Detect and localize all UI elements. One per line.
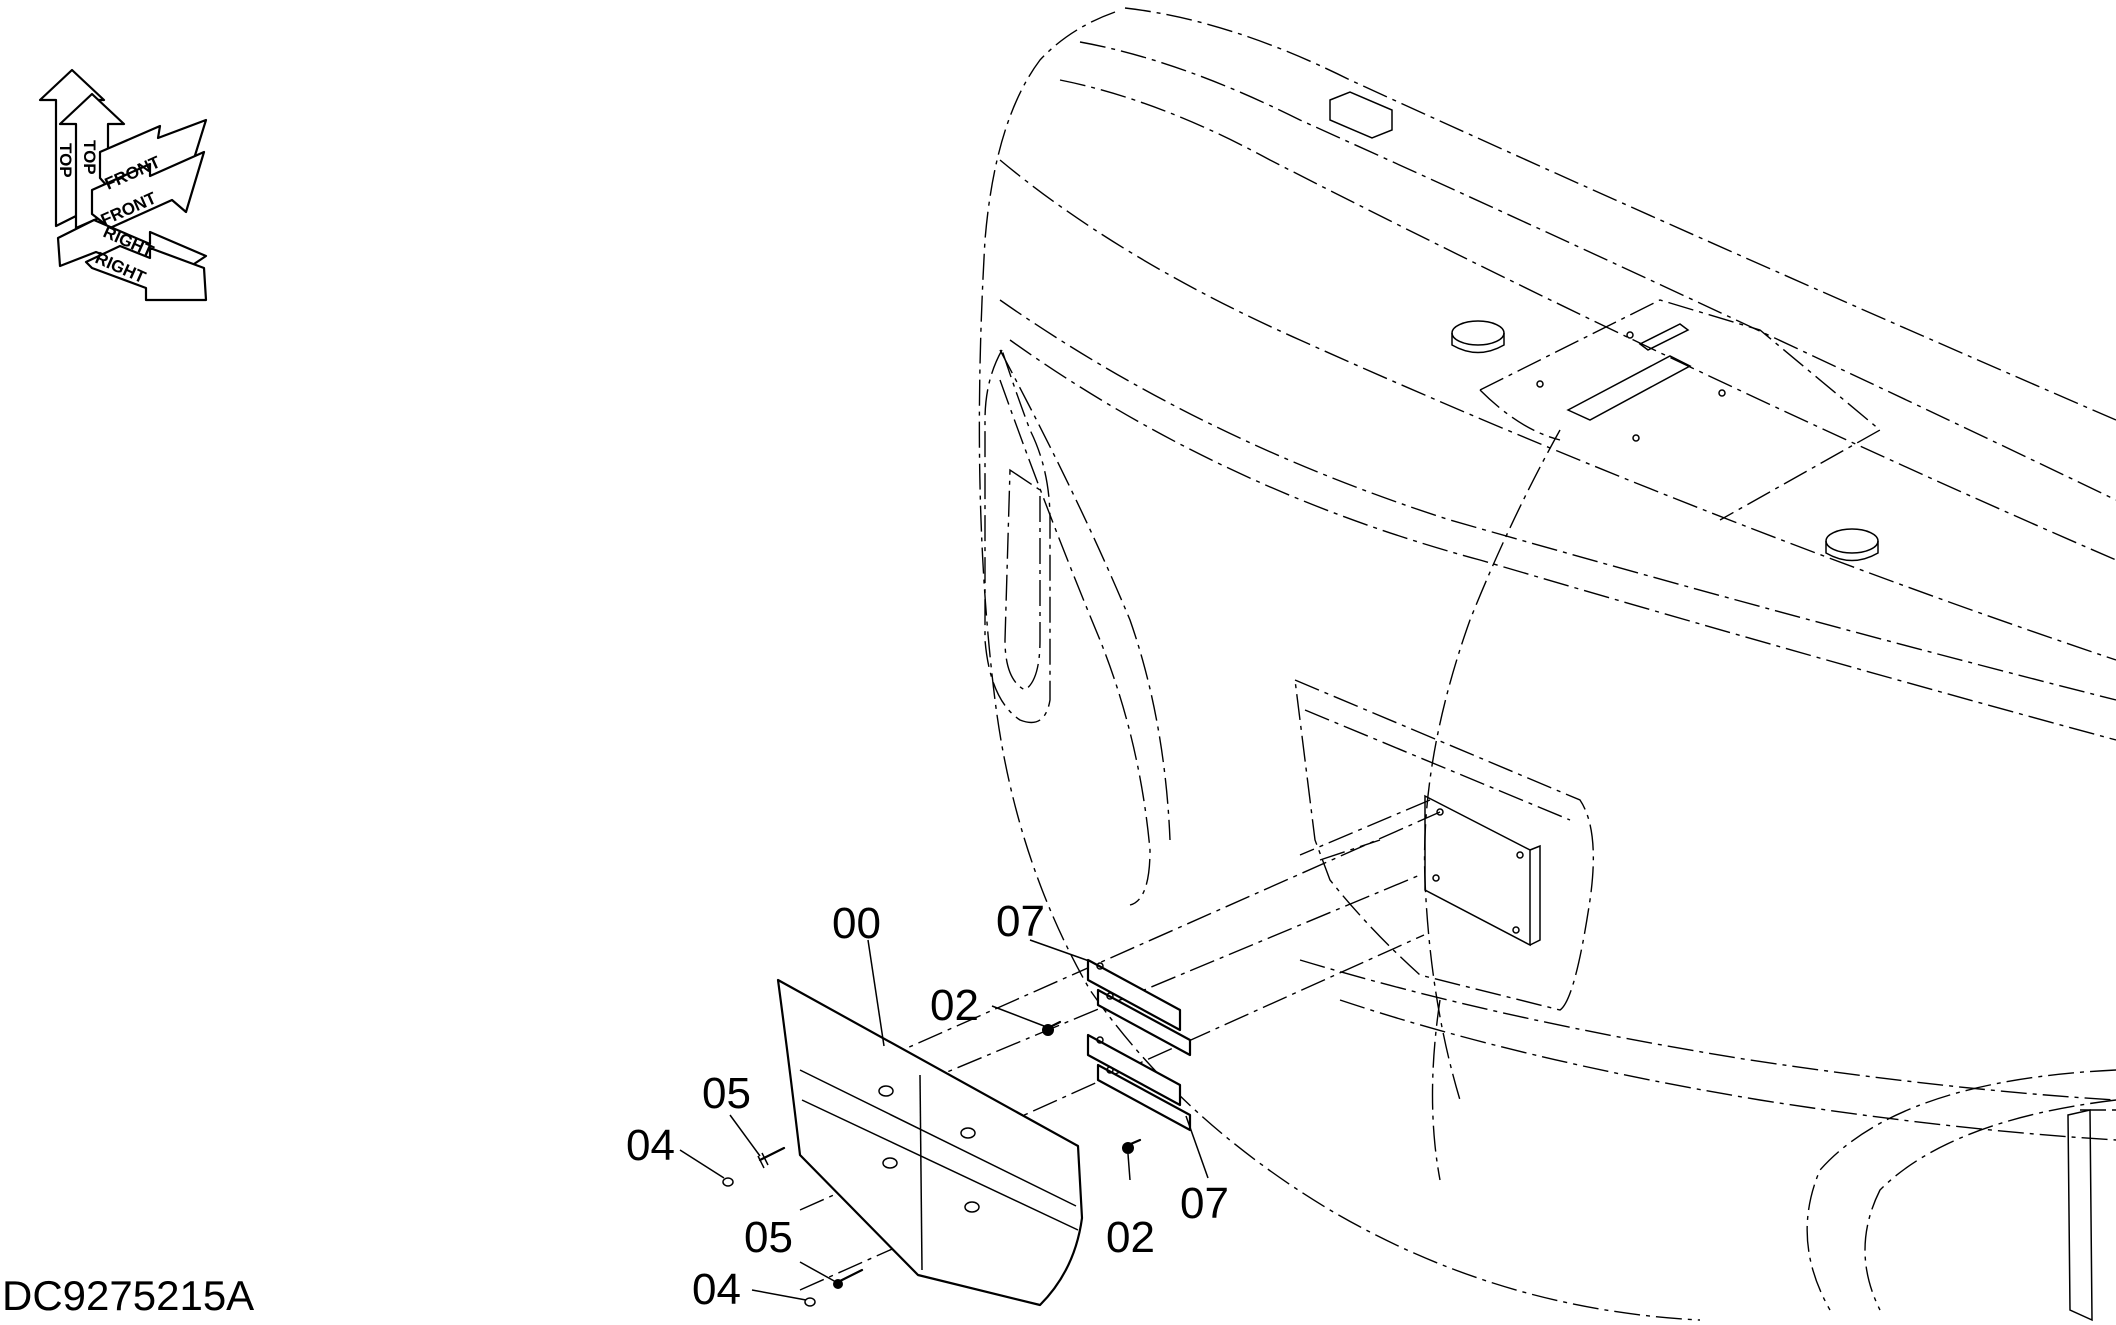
callout-02-upper: 02 xyxy=(930,981,979,1030)
leader-lines xyxy=(679,939,1209,1301)
counterweight-body xyxy=(978,7,2116,1322)
callout-02-lower: 02 xyxy=(1106,1213,1155,1262)
washer-part-04-upper xyxy=(722,1177,734,1187)
bracket-part-07-lower xyxy=(1086,1033,1192,1132)
top-label-back: TOP xyxy=(56,143,75,178)
callout-04-lower: 04 xyxy=(692,1265,741,1314)
plate-part-00 xyxy=(776,978,1084,1307)
screw-part-05-upper xyxy=(757,1146,786,1169)
callout-07-upper: 07 xyxy=(996,897,1045,946)
callout-labels: 00 07 02 05 04 05 04 02 07 xyxy=(626,897,1229,1314)
right-arrow-icon: RIGHT RIGHT xyxy=(56,218,208,302)
drawing-code: DC9275215A xyxy=(2,1272,254,1319)
callout-00: 00 xyxy=(832,899,881,948)
orientation-indicator: TOP TOP FRONT FRONT RIGHT RIGHT xyxy=(38,68,208,302)
callout-05-upper: 05 xyxy=(702,1069,751,1118)
bracket-part-07-upper xyxy=(1086,958,1192,1057)
bolt-part-02-upper xyxy=(1042,1020,1062,1036)
bolt-part-02-lower xyxy=(1122,1138,1142,1154)
washer-part-04-lower xyxy=(804,1297,816,1307)
callout-07-lower: 07 xyxy=(1180,1179,1229,1228)
callout-04-upper: 04 xyxy=(626,1121,675,1170)
top-label-front: TOP xyxy=(80,140,99,175)
callout-05-lower: 05 xyxy=(744,1213,793,1262)
screw-part-05-lower xyxy=(833,1268,864,1289)
